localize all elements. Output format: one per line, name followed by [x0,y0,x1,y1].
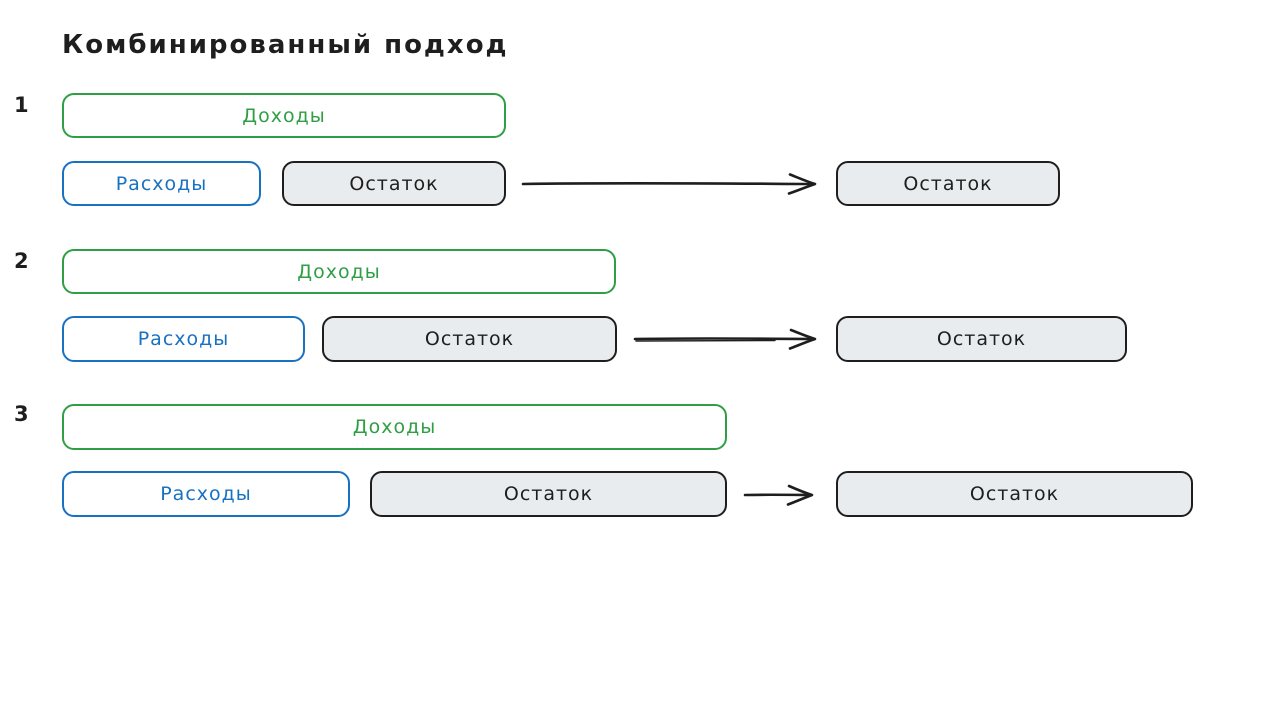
row-1-number: 1 [14,93,29,117]
row-1-expenses-label: Расходы [115,172,208,195]
row-2-result-label: Остаток [936,328,1027,350]
row-3-number: 3 [14,402,29,426]
row-1-income-box[interactable]: Доходы [62,93,506,138]
row-2-income-box[interactable]: Доходы [62,249,616,294]
row-2-expenses-box[interactable]: Расходы [62,316,305,362]
row-1-result-label: Остаток [903,172,993,195]
row-3-expenses-box[interactable]: Расходы [62,471,350,517]
row-1-expenses-box[interactable]: Расходы [62,161,261,206]
row-2-result-box[interactable]: Остаток [836,316,1127,362]
row-2-flow-arrow-icon[interactable] [633,328,817,350]
diagram-title: Комбинированный подход [62,30,509,60]
row-3-income-label: Доходы [352,416,437,438]
row-3-remainder-label: Остаток [503,483,594,505]
row-3-remainder-box[interactable]: Остаток [370,471,727,517]
row-2-number: 2 [14,249,29,273]
row-2-income-label: Доходы [297,260,381,283]
row-3-income-box[interactable]: Доходы [62,404,727,450]
row-2-remainder-box[interactable]: Остаток [322,316,617,362]
row-1-remainder-box[interactable]: Остаток [282,161,506,206]
row-3-flow-arrow-icon[interactable] [743,484,814,506]
row-2-remainder-label: Остаток [424,328,515,350]
row-3-result-label: Остаток [969,483,1060,505]
row-1-flow-arrow-icon[interactable] [521,173,817,195]
row-2-expenses-label: Расходы [137,328,230,350]
row-3-result-box[interactable]: Остаток [836,471,1193,517]
row-3-expenses-label: Расходы [160,483,252,505]
row-1-income-label: Доходы [242,104,326,127]
row-1-remainder-label: Остаток [349,172,439,195]
row-1-result-box[interactable]: Остаток [836,161,1060,206]
